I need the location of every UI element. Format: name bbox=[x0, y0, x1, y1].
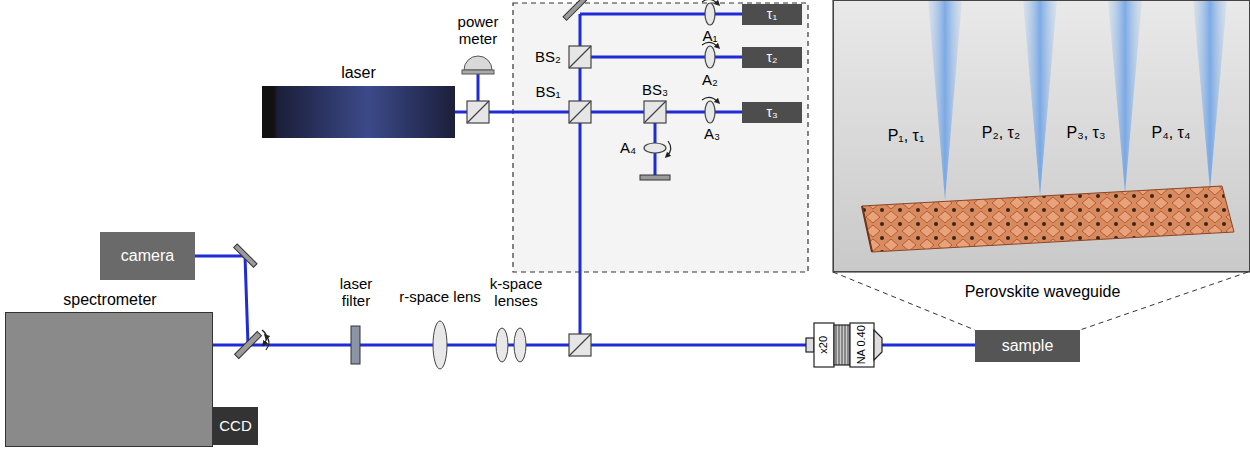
laser-beams bbox=[195, 14, 975, 345]
inset-panel bbox=[833, 0, 1250, 272]
device-box: τ₂ bbox=[742, 47, 802, 68]
k-space-lens bbox=[496, 328, 508, 362]
device-box: spectrometer bbox=[5, 312, 213, 447]
delay-enclosure bbox=[513, 3, 808, 272]
device-label: τ₃ bbox=[766, 104, 777, 120]
inset-panel: P₁, τ₁P₂, τ₂P₃, τ₃P₄, τ₄Perovskite waveg… bbox=[833, 0, 1250, 272]
device-label: camera bbox=[121, 247, 174, 265]
part-label: BS₁ bbox=[528, 83, 568, 100]
part-label: A₄ bbox=[613, 139, 643, 156]
part-label: power meter bbox=[448, 13, 508, 48]
device-box: CCD bbox=[213, 407, 258, 445]
probe-label: Perovskite waveguide bbox=[965, 283, 1121, 301]
device-box: camera bbox=[100, 232, 195, 280]
device-box: τ₁ bbox=[742, 4, 802, 25]
device-label: τ₂ bbox=[767, 49, 778, 65]
probe-label: P₃, τ₃ bbox=[1067, 124, 1106, 142]
zoom-line bbox=[1080, 272, 1248, 330]
power-meter-base bbox=[462, 70, 494, 74]
device-label: laser bbox=[341, 64, 376, 82]
k-space-lens bbox=[514, 328, 526, 362]
device-label: spectrometer bbox=[63, 291, 156, 309]
r-space-lens bbox=[433, 321, 447, 369]
flip-arrow bbox=[262, 330, 267, 344]
probe-label: P₄, τ₄ bbox=[1152, 124, 1191, 142]
laser-filter bbox=[351, 326, 360, 364]
part-label: laser filter bbox=[326, 275, 386, 310]
probe-label: P₂, τ₂ bbox=[982, 124, 1020, 142]
device-label: sample bbox=[1002, 337, 1054, 355]
power-meter-dome bbox=[464, 56, 492, 70]
part-label: k-space lenses bbox=[481, 275, 551, 310]
mirrors bbox=[234, 0, 670, 358]
light-cones bbox=[928, 0, 1227, 200]
device-box: laser bbox=[262, 86, 455, 138]
part-label: A₂ bbox=[695, 71, 725, 88]
part-label: A₃ bbox=[697, 125, 727, 142]
part-label: r-space lens bbox=[390, 288, 490, 305]
device-box: τ₃ bbox=[742, 102, 802, 123]
perovskite-waveguide bbox=[862, 186, 1234, 252]
part-label: A₁ bbox=[695, 27, 725, 44]
objective-marking: x20 bbox=[818, 325, 830, 365]
zoom-line bbox=[833, 272, 975, 330]
flip-arrow bbox=[266, 336, 269, 350]
probe-label: P₁, τ₁ bbox=[888, 127, 925, 145]
device-label: τ₁ bbox=[767, 6, 777, 22]
part-label: BS₂ bbox=[528, 48, 568, 65]
device-label: CCD bbox=[219, 417, 252, 434]
objective bbox=[806, 323, 882, 367]
beam-splitters bbox=[467, 46, 666, 356]
part-label: BS₃ bbox=[635, 81, 675, 98]
objective-marking: NA 0.40 bbox=[856, 323, 868, 367]
device-box: sample bbox=[975, 330, 1080, 362]
